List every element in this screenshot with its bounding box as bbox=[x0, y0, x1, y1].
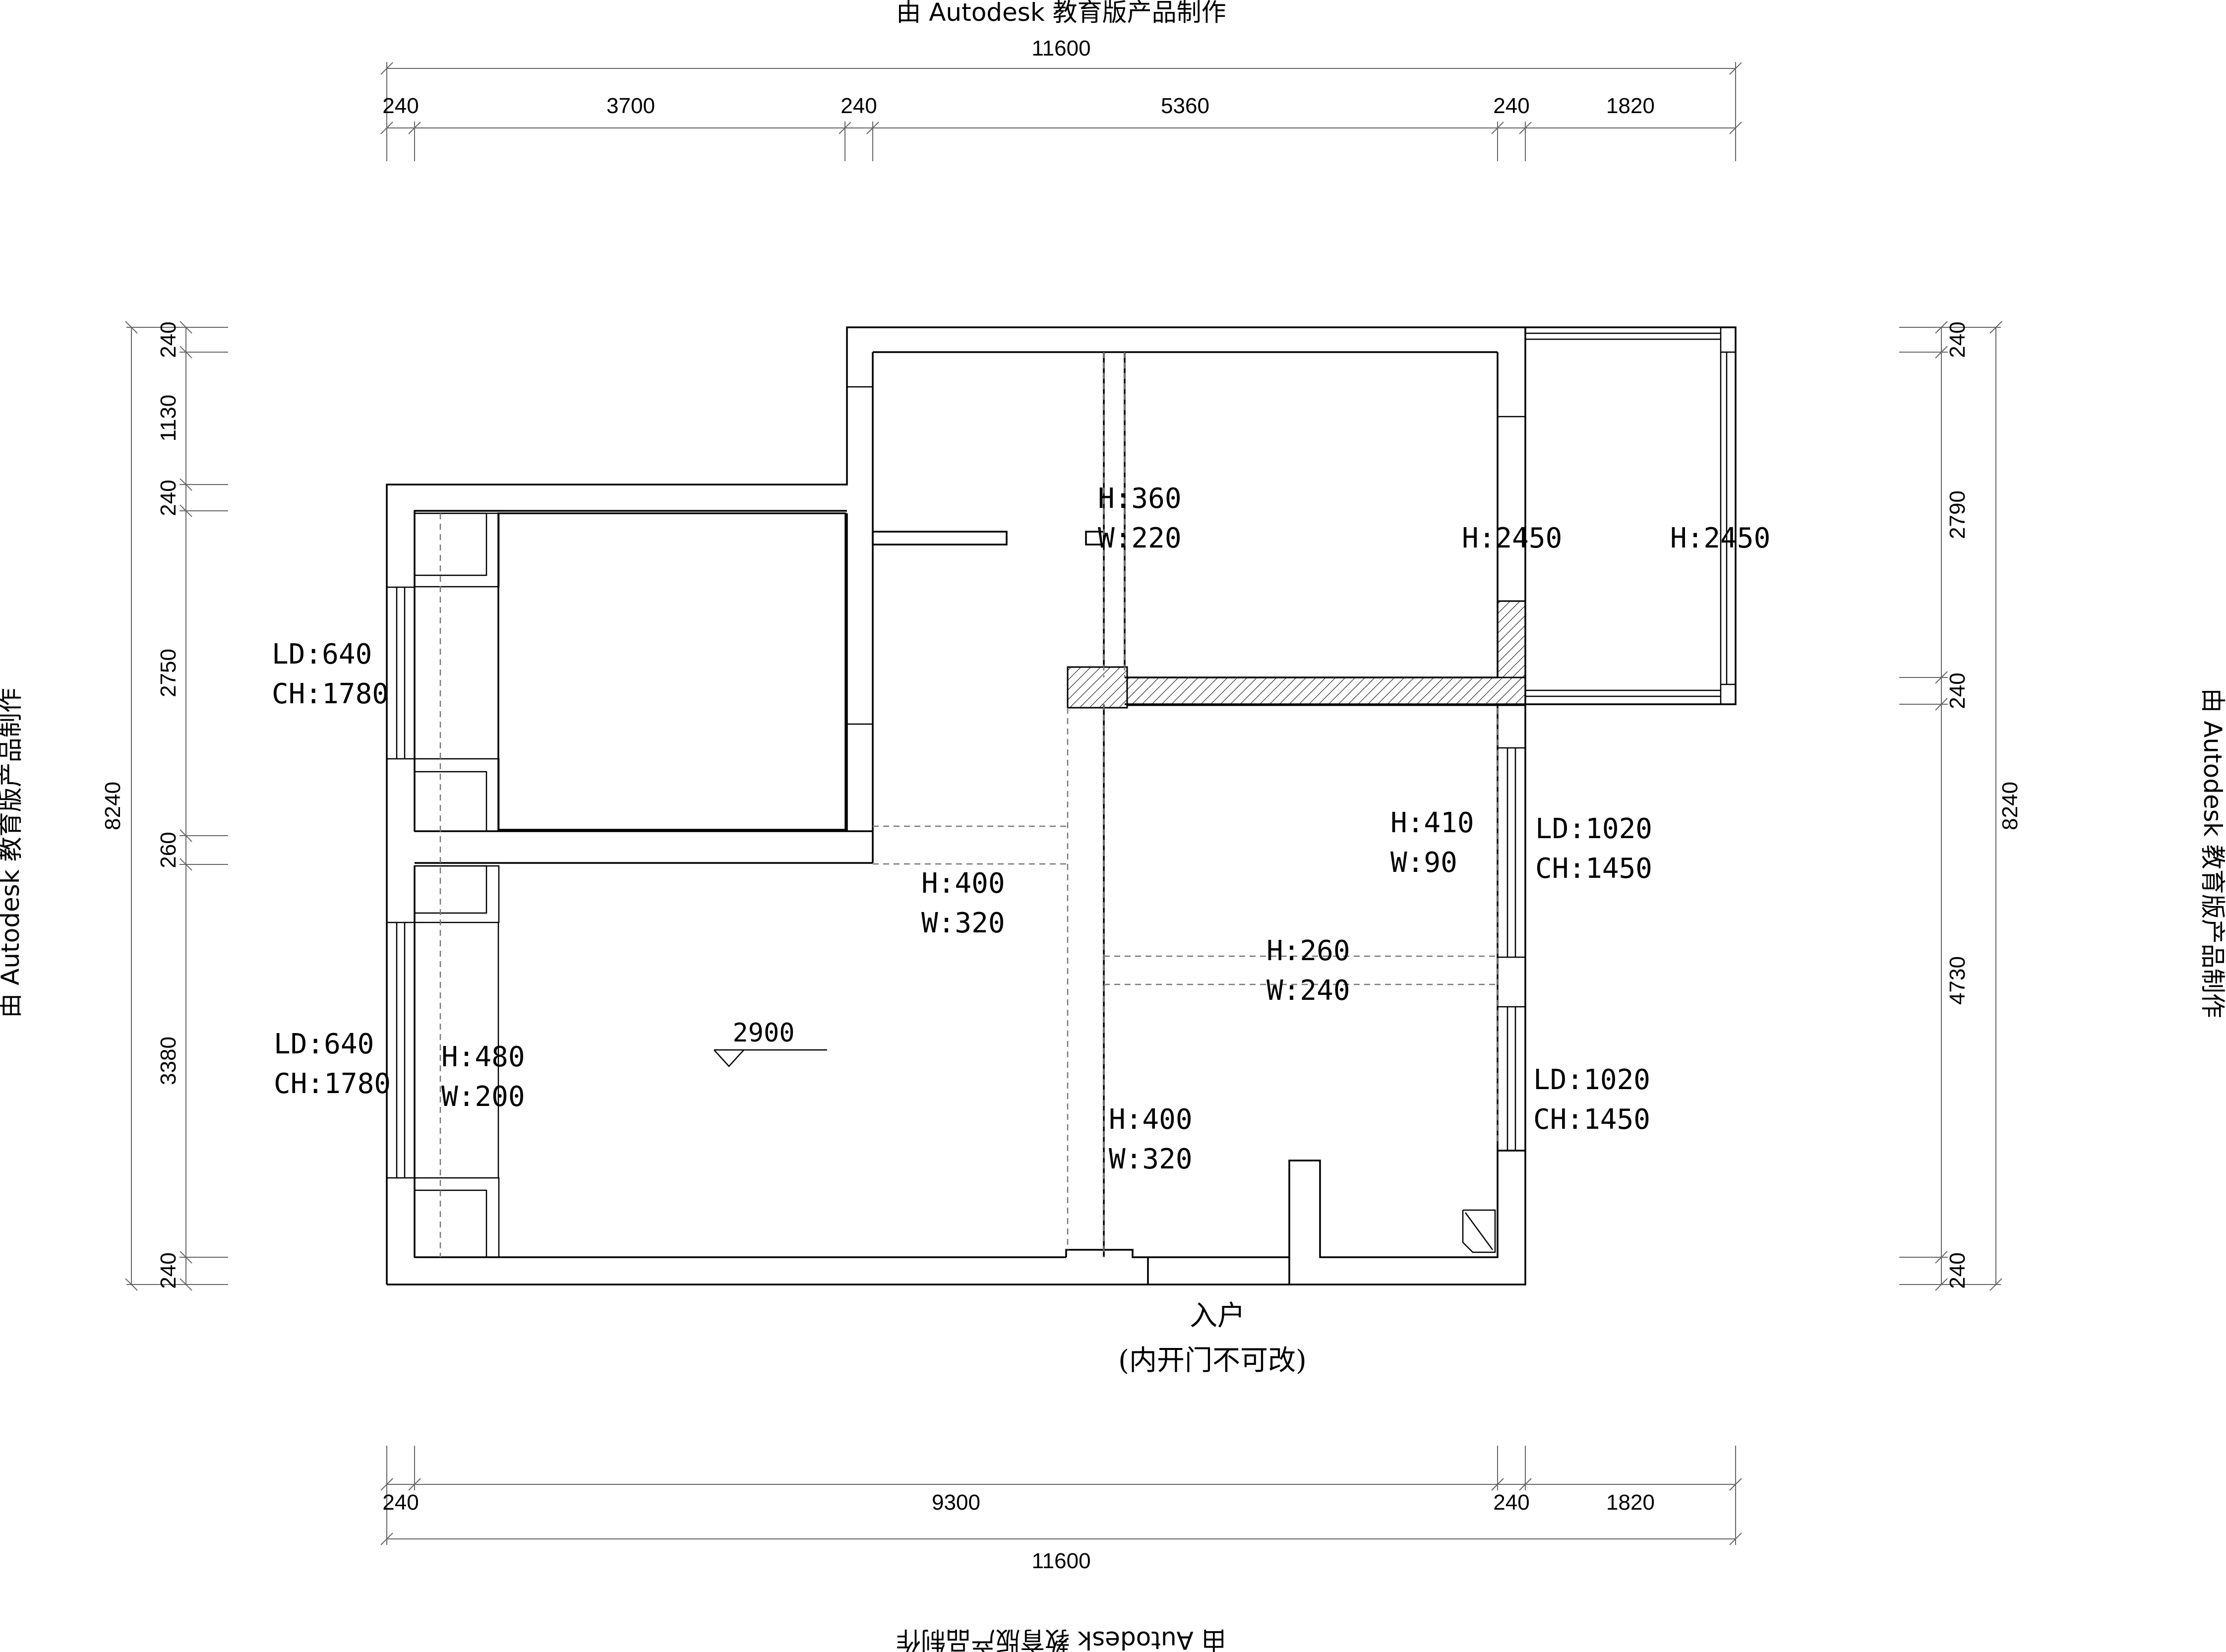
beam-lower-w: W:320 bbox=[1109, 1143, 1193, 1175]
entrance-note: (内开门不可改) bbox=[1118, 1345, 1307, 1377]
entrance-label: 入户 bbox=[1190, 1300, 1245, 1332]
top-dim-4: 5360 bbox=[1161, 94, 1209, 118]
win-right-upper-ld: LD:1020 bbox=[1535, 813, 1652, 845]
top-total-dimension: 11600 bbox=[1031, 36, 1090, 61]
bottom-dim-2: 9300 bbox=[932, 1490, 980, 1515]
left-dim-6: 3380 bbox=[156, 1037, 180, 1085]
h-2450-b: H:2450 bbox=[1670, 522, 1770, 554]
top-dim-3: 240 bbox=[841, 94, 877, 118]
beam-top-w: W:220 bbox=[1098, 522, 1182, 554]
ceiling-height-label: 2900 bbox=[732, 1018, 794, 1048]
top-dim-5: 240 bbox=[1493, 94, 1529, 118]
hatched-wall-1 bbox=[1067, 666, 1128, 709]
bottom-dim-1: 240 bbox=[382, 1490, 419, 1515]
win-left-lower-ld: LD:640 bbox=[274, 1028, 374, 1060]
top-dim-1: 240 bbox=[382, 94, 419, 118]
right-dim-3: 240 bbox=[1945, 673, 1970, 709]
win-left-upper-ld: LD:640 bbox=[272, 638, 372, 671]
left-total-dimension: 8240 bbox=[101, 782, 125, 830]
h-2450-a: H:2450 bbox=[1462, 522, 1562, 554]
right-dim-4: 4730 bbox=[1945, 956, 1970, 1005]
beam-left-w: W:200 bbox=[441, 1081, 525, 1113]
beam-lower-h: H:400 bbox=[1109, 1103, 1193, 1136]
top-dim-6: 1820 bbox=[1606, 94, 1655, 118]
right-dimension-lines bbox=[1899, 321, 2002, 1291]
beam-left-h: H:480 bbox=[441, 1041, 525, 1073]
win-right-lower-ld: LD:1020 bbox=[1533, 1064, 1650, 1096]
win-right-upper-ch: CH:1450 bbox=[1535, 853, 1652, 885]
beam-lines bbox=[439, 352, 1499, 1257]
right-total-dimension: 8240 bbox=[1998, 782, 2022, 830]
bottom-total-dimension: 11600 bbox=[1031, 1549, 1090, 1573]
walls bbox=[386, 326, 1737, 1285]
top-dimension-lines bbox=[380, 62, 1742, 161]
watermark-top: 由 Autodesk 教育版产品制作 bbox=[896, 0, 1226, 27]
hatched-wall-3 bbox=[1497, 600, 1526, 678]
watermark-bottom: 由 Autodesk 教育版产品制作 bbox=[896, 1626, 1226, 1652]
left-dimension-lines bbox=[125, 321, 228, 1291]
left-dim-2: 1130 bbox=[156, 395, 180, 442]
bottom-dim-4: 1820 bbox=[1606, 1490, 1655, 1515]
beam-right-top-w: W:90 bbox=[1390, 847, 1457, 879]
beam-mid-h: H:400 bbox=[921, 867, 1005, 900]
right-dim-5: 240 bbox=[1945, 1252, 1970, 1288]
left-dim-1: 240 bbox=[156, 321, 180, 358]
left-dim-3: 240 bbox=[156, 480, 180, 516]
beam-center-w: W:240 bbox=[1266, 975, 1350, 1007]
left-dim-5: 260 bbox=[156, 832, 180, 868]
bottom-dimension-lines bbox=[380, 1446, 1742, 1545]
beam-mid-w: W:320 bbox=[921, 907, 1005, 939]
win-right-lower-ch: CH:1450 bbox=[1533, 1103, 1650, 1136]
top-dim-2: 3700 bbox=[606, 94, 655, 118]
watermark-left: 由 Autodesk 教育版产品制作 bbox=[0, 688, 25, 1018]
win-left-upper-ch: CH:1780 bbox=[272, 678, 389, 710]
left-dim-4: 2750 bbox=[156, 649, 180, 697]
left-dim-7: 240 bbox=[156, 1252, 180, 1288]
beam-top-h: H:360 bbox=[1098, 483, 1182, 515]
bottom-dim-3: 240 bbox=[1493, 1490, 1529, 1515]
right-dim-2: 2790 bbox=[1945, 490, 1970, 539]
level-mark bbox=[714, 1049, 827, 1067]
win-left-lower-ch: CH:1780 bbox=[274, 1068, 391, 1100]
watermark-right: 由 Autodesk 教育版产品制作 bbox=[2198, 688, 2226, 1018]
hatched-wall-2 bbox=[1126, 676, 1526, 706]
beam-center-h: H:260 bbox=[1266, 935, 1350, 967]
right-dim-1: 240 bbox=[1945, 321, 1970, 358]
beam-right-top-h: H:410 bbox=[1390, 807, 1474, 839]
